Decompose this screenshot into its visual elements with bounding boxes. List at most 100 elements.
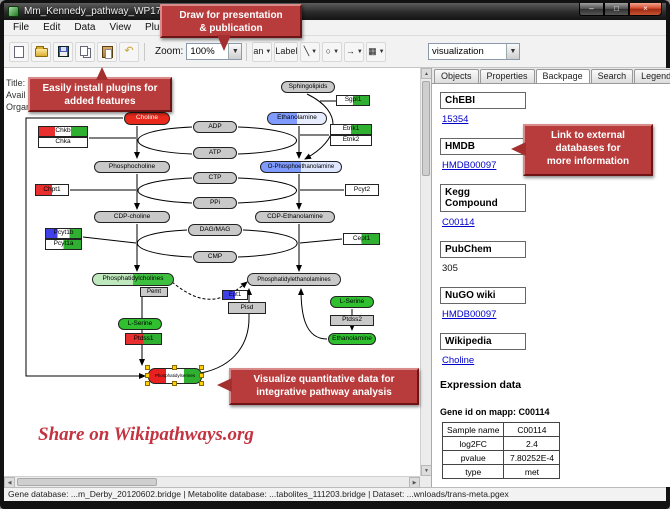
selection-handle[interactable] [199,381,204,386]
pathway-node-atp[interactable]: ATP [193,147,237,159]
close-button[interactable]: × [629,3,662,16]
expression-table-cell: log2FC [441,436,505,451]
pathway-node-label: Pemt [146,289,161,295]
selection-handle[interactable] [145,381,150,386]
datanode-tool[interactable]: an▼ [252,41,273,62]
selection-handle[interactable] [172,381,177,386]
pathway-node-cept1[interactable]: Cept1 [343,233,380,245]
chevron-down-icon[interactable]: ▼ [228,44,242,59]
pathway-node-pemt[interactable]: Pemt [140,287,168,297]
new-file-icon [14,45,24,58]
pathway-node-phosphocholine[interactable]: Phosphocholine [94,161,170,173]
mim-interaction-tool[interactable]: →▼ [344,41,365,62]
pathway-node-chkb[interactable]: Chkb [38,126,88,137]
selection-handle[interactable] [199,365,204,370]
shape-tool[interactable]: ○▼ [322,41,343,62]
pathway-node-phosphatidylethanolamines[interactable]: Phosphatidylethanolamines [247,273,341,286]
menu-item-data[interactable]: Data [74,22,96,33]
pathway-node-sgpl1[interactable]: Sgpl1 [336,95,370,106]
pathway-node-ptdss1[interactable]: Ptdss1 [125,333,162,345]
pathway-node-label: Phosphatidylcholines [102,275,164,283]
pathway-node-pisd[interactable]: Pisd [228,302,266,314]
line-tool[interactable]: ╲▼ [300,41,321,62]
label-tool[interactable]: Label [274,41,299,62]
pathway-node-chpt1[interactable]: Chpt1 [35,184,69,196]
selection-handle[interactable] [172,365,177,370]
expression-table-cell: met [503,464,561,479]
selection-handle[interactable] [145,365,150,370]
pathway-node-choline[interactable]: Choline [124,112,170,125]
menu-item-view[interactable]: View [109,22,131,33]
gene-id-line: Gene id on mapp: C00114 [440,407,550,417]
copy-button[interactable] [75,41,95,62]
backpage-link[interactable]: HMDB00097 [442,309,497,320]
tab-backpage[interactable]: Backpage [535,69,590,83]
template-tool[interactable]: ▦▼ [366,41,387,62]
pathway-node-label: Choline [135,114,159,122]
backpage-link[interactable]: Choline [442,355,475,366]
pathway-node-pcyt1b[interactable]: Pcyt1b [45,228,82,239]
pathway-node-pcyt2[interactable]: Pcyt2 [345,184,379,196]
horizontal-scrollbar[interactable]: ◀ ▶ [4,476,420,488]
backpage-link[interactable]: 15354 [442,114,469,125]
undo-button[interactable]: ↶ [119,41,139,62]
tab-search[interactable]: Search [590,69,634,83]
tab-objects[interactable]: Objects [434,69,479,83]
menu-item-file[interactable]: File [13,22,30,33]
selection-handle[interactable] [199,373,204,378]
horizontal-scroll-thumb[interactable] [17,478,157,486]
paste-button[interactable] [97,41,117,62]
pathway-node-ppi[interactable]: PPi [193,197,237,209]
pathway-node-o-phosphoethanolamine[interactable]: O-Phosphoethanolamine [260,161,342,173]
pathway-node-etnk2[interactable]: Etnk2 [330,135,372,146]
vertical-scrollbar[interactable]: ▲ ▼ [420,68,432,476]
callout-line: Link to external [551,130,625,141]
new-button[interactable] [9,41,29,62]
minimize-button[interactable]: – [579,3,604,16]
toolbar: ↶ Zoom: 100% ▼ an▼Label╲▼○▼→▼▦▼ visualiz… [4,36,666,68]
vertical-scroll-thumb[interactable] [422,81,430,176]
pathway-node-pcyt1a[interactable]: Pcyt1a [45,239,82,250]
pathway-node-sphingolipids[interactable]: Sphingolipids [281,81,335,93]
pathway-node-cdp-ethanolamine[interactable]: CDP-Ethanolamine [255,211,335,223]
pathway-node-label: Etnk1 [342,125,360,133]
pathway-node-phosphatidylcholines[interactable]: Phosphatidylcholines [92,273,174,286]
pathway-node-ptdss2[interactable]: Ptdss2 [330,315,374,326]
pathway-node-etnk1[interactable]: Etnk1 [330,124,372,135]
pathway-node-ept1[interactable]: Ept1 [222,290,248,300]
backpage-link[interactable]: C00114 [442,217,475,228]
pathway-node-ethanolamine[interactable]: Ethanolamine [328,333,376,345]
pathway-node-cdp-choline[interactable]: CDP-choline [94,211,170,223]
zoom-combobox[interactable]: 100% ▼ [186,43,243,60]
pathway-node-ctp[interactable]: CTP [193,172,237,184]
pathway-node-label: Etnk2 [342,136,360,144]
pathway-node-adp[interactable]: ADP [193,121,237,133]
callout-line: & publication [199,23,263,34]
tab-properties[interactable]: Properties [479,69,535,83]
backpage-section-pubchem: PubChem [440,241,526,258]
menu-item-edit[interactable]: Edit [43,22,61,33]
maximize-button[interactable]: □ [604,3,629,16]
statusbar: Gene database: ...m_Derby_20120602.bridg… [4,487,666,501]
open-button[interactable] [31,41,51,62]
pathway-title-label: Title: [6,78,26,88]
tab-legend[interactable]: Legend [634,69,670,83]
chevron-down-icon[interactable]: ▼ [506,44,519,59]
pathway-node-l-serine[interactable]: L-Serine [118,318,162,330]
pathway-node-chka[interactable]: Chka [38,137,88,148]
pathway-node-dag-mag[interactable]: DAG/MAG [188,224,242,236]
pathway-node-ethanolamine[interactable]: Ethanolamine [267,112,327,125]
pathway-node-l-serine[interactable]: L-Serine [330,296,374,308]
save-button[interactable] [53,41,73,62]
shape-tool-icon: ○ [325,46,332,56]
selection-handle[interactable] [145,373,150,378]
pathway-node-cmp[interactable]: CMP [193,251,237,263]
visualization-combobox[interactable]: visualization ▼ [428,43,520,60]
expression-table-cell: 7.80252E-4 [503,450,561,465]
callout-arrow-up-icon [96,67,108,80]
backpage-link[interactable]: HMDB00097 [442,160,497,171]
